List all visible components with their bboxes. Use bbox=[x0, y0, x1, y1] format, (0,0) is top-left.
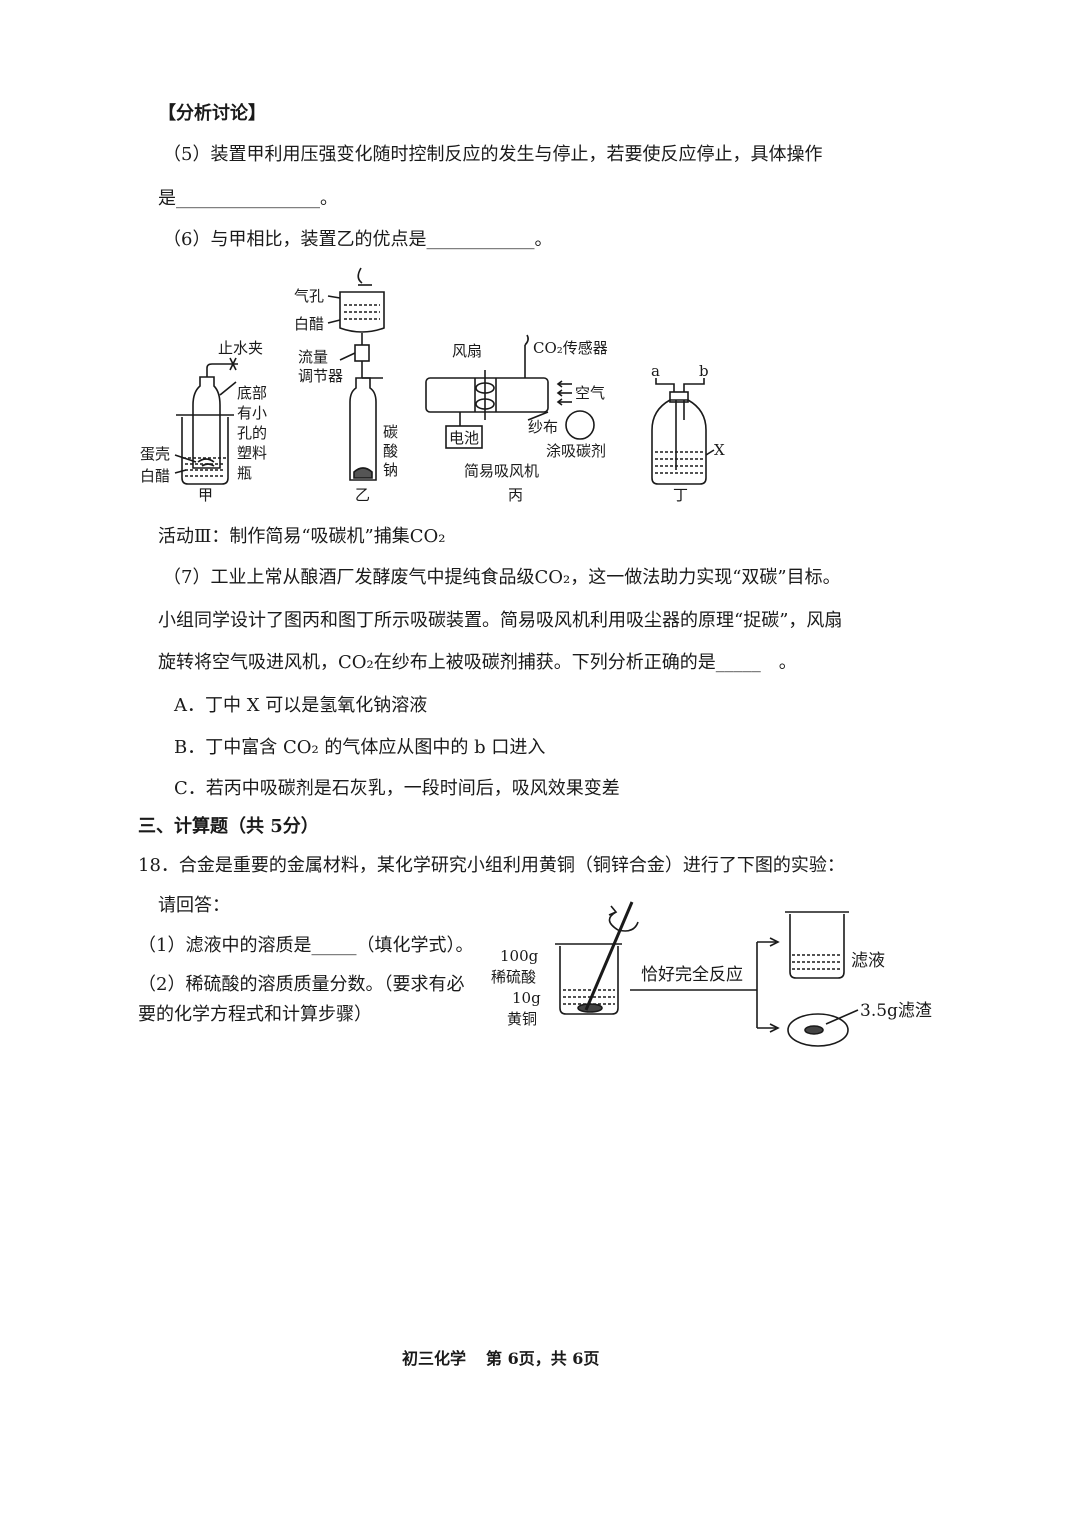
option-b: B．丁中富含 CO₂ 的气体应从图中的 b 口进入 bbox=[174, 737, 546, 758]
eggshell-label: 蛋壳 bbox=[140, 445, 170, 463]
bottle-label-3: 孔的 bbox=[237, 424, 267, 442]
air-hole-label: 气孔 bbox=[294, 287, 324, 305]
residue-label: 3.5g滤渣 bbox=[860, 1001, 932, 1021]
fan-label: 风扇 bbox=[452, 342, 482, 360]
port-a-label: a bbox=[651, 362, 660, 380]
clamp-label: 止水夹 bbox=[218, 339, 263, 357]
option-c: C．若丙中吸碳剂是石灰乳，一段时间后，吸风效果变差 bbox=[174, 778, 620, 799]
question-18: 18．合金是重要的金属材料，某化学研究小组利用黄铜（铜锌合金）进行了下图的实验： bbox=[138, 855, 845, 876]
bottle-label-2: 有小 bbox=[237, 404, 267, 422]
footer-subject: 初三化学 bbox=[402, 1349, 467, 1368]
jia-caption: 甲 bbox=[198, 486, 213, 504]
bing-apparatus bbox=[425, 334, 595, 449]
flow-regulator-label-1: 流量 bbox=[298, 348, 328, 366]
jia-vinegar-label: 白醋 bbox=[140, 467, 170, 485]
acid-mass-label: 100g bbox=[500, 947, 539, 965]
air-label: 空气 bbox=[575, 384, 605, 402]
sub-question-2-line2: 要的化学方程式和计算步骤） bbox=[138, 1004, 372, 1025]
question-5-line1: （5）装置甲利用压强变化随时控制反应的发生与停止，若要使反应停止，具体操作 bbox=[163, 144, 823, 165]
yi-apparatus bbox=[327, 267, 385, 481]
sodium-carbonate-label-1: 碳 bbox=[383, 423, 398, 441]
reaction-arrow-label: 恰好完全反应 bbox=[641, 965, 743, 985]
x-liquid-label: X bbox=[714, 441, 725, 459]
ding-caption: 丁 bbox=[673, 486, 688, 504]
gauze-label: 纱布 bbox=[528, 418, 558, 436]
activity-3-title: 活动Ⅲ：制作简易“吸碳机”捕集CO₂ bbox=[158, 526, 446, 547]
sodium-carbonate-label-2: 酸 bbox=[383, 442, 398, 460]
sub-question-2-line1: （2）稀硫酸的溶质质量分数。（要求有必 bbox=[138, 974, 465, 995]
bottle-label-4: 塑料 bbox=[237, 444, 267, 462]
ding-apparatus bbox=[651, 378, 715, 485]
alloy-mass-label: 10g bbox=[512, 989, 541, 1007]
jia-apparatus bbox=[174, 357, 238, 485]
acid-name-label: 稀硫酸 bbox=[491, 968, 536, 986]
analysis-heading: 【分析讨论】 bbox=[158, 103, 266, 124]
alloy-name-label: 黄铜 bbox=[507, 1010, 537, 1028]
bing-caption: 丙 bbox=[508, 486, 523, 504]
yi-vinegar-label: 白醋 bbox=[294, 315, 324, 333]
port-b-label: b bbox=[699, 362, 709, 380]
question-7-line3: 旋转将空气吸进风机，CO₂在纱布上被吸碳剂捕获。下列分析正确的是_____ 。 bbox=[158, 652, 797, 673]
section-3-heading: 三、计算题（共 5分） bbox=[138, 816, 319, 837]
footer-page: 第 6页，共 6页 bbox=[486, 1349, 600, 1368]
battery-label: 电池 bbox=[449, 429, 479, 447]
option-a: A．丁中 X 可以是氢氧化钠溶液 bbox=[174, 695, 428, 716]
filtrate-label: 滤液 bbox=[851, 951, 885, 971]
question-6: （6）与甲相比，装置乙的优点是____________。 bbox=[163, 229, 553, 250]
question-5-line2: 是________________。 bbox=[158, 188, 338, 209]
sodium-carbonate-label-3: 钠 bbox=[383, 461, 398, 479]
question-7-line1: （7）工业上常从酿酒厂发酵废气中提纯食品级CO₂，这一做法助力实现“双碳”目标。 bbox=[163, 567, 841, 588]
bottle-label-5: 瓶 bbox=[237, 464, 252, 482]
answer-prompt: 请回答： bbox=[158, 895, 230, 916]
yi-caption: 乙 bbox=[355, 486, 370, 504]
sub-question-1: （1）滤液中的溶质是_____（填化学式）。 bbox=[138, 935, 474, 956]
bottle-label-1: 底部 bbox=[237, 384, 267, 402]
fan-machine-label: 简易吸风机 bbox=[464, 462, 539, 480]
flow-regulator-label-2: 调节器 bbox=[298, 367, 343, 385]
absorbent-label: 涂吸碳剂 bbox=[546, 442, 606, 460]
question-7-line2: 小组同学设计了图丙和图丁所示吸碳装置。简易吸风机利用吸尘器的原理“捉碳”，风扇 bbox=[158, 610, 843, 631]
sensor-label: CO₂传感器 bbox=[533, 339, 608, 357]
